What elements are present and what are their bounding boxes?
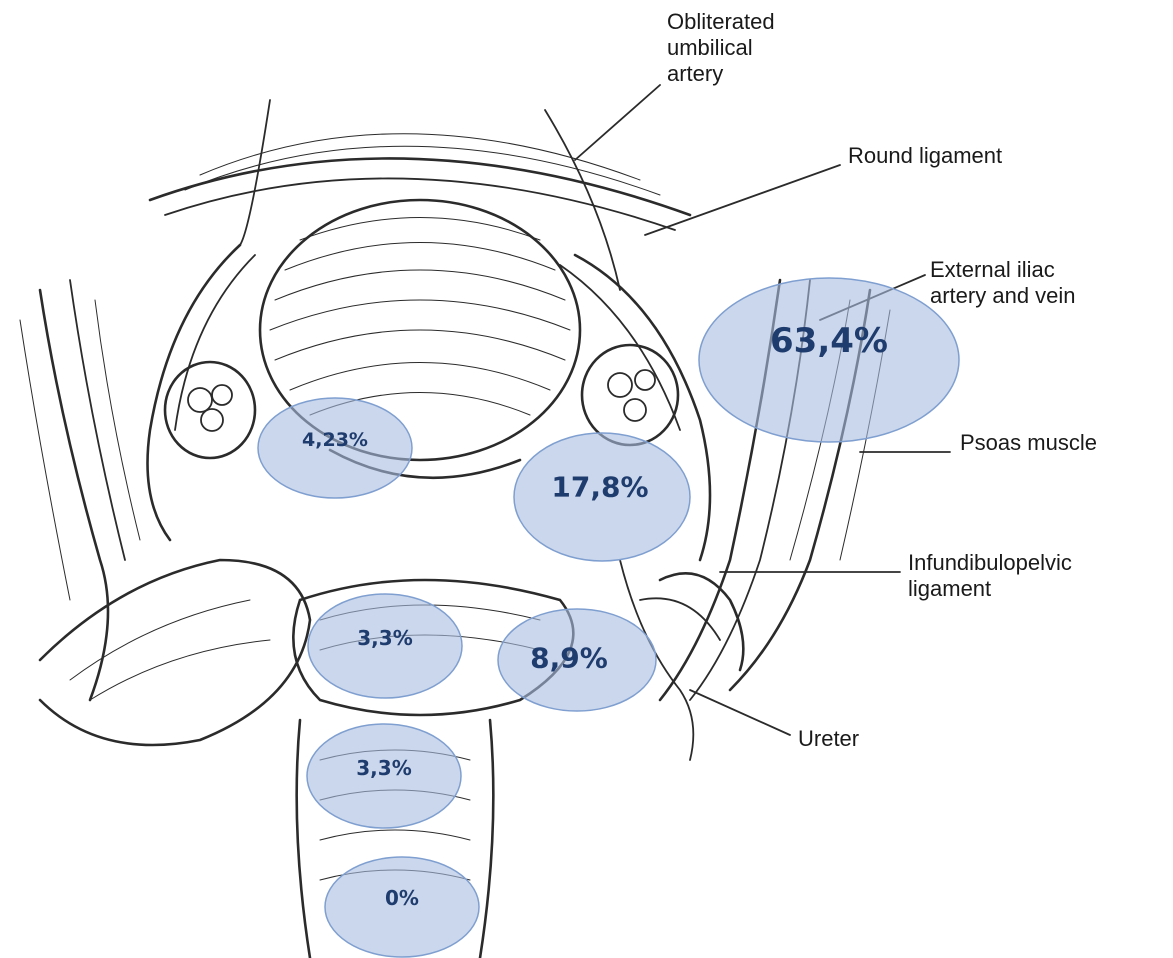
bubble-external-iliac: 63,4% xyxy=(699,278,959,442)
label-ureter: Ureter xyxy=(798,726,859,751)
bubble-posterior-right: 8,9% xyxy=(498,609,656,711)
infundibulopelvic-ligament xyxy=(660,573,743,670)
leader-umbilical xyxy=(575,85,660,160)
rectum-left-wall xyxy=(297,720,310,958)
uterus-hatch xyxy=(275,270,565,300)
label-external-iliac-line1: External iliac xyxy=(930,257,1055,282)
pct-rectal-lower: 0% xyxy=(385,886,419,910)
leader-ureter xyxy=(690,690,790,735)
bubble-right-uterine: 17,8% xyxy=(514,433,690,561)
pct-left-adnexa: 4,23% xyxy=(302,429,368,451)
anatomy-line-art xyxy=(20,100,890,958)
leader-round-ligament xyxy=(645,165,840,235)
sigmoid-bowel xyxy=(40,560,310,745)
pct-posterior-right: 8,9% xyxy=(530,642,608,675)
pct-posterior-left: 3,3% xyxy=(357,626,412,650)
bubble-rectal-upper: 3,3% xyxy=(307,724,461,828)
label-infundibulopelvic-line2: ligament xyxy=(908,576,991,601)
label-external-iliac-line2: artery and vein xyxy=(930,283,1076,308)
pct-right-uterine: 17,8% xyxy=(551,471,648,504)
label-round-ligament: Round ligament xyxy=(848,143,1002,168)
label-psoas-muscle: Psoas muscle xyxy=(960,430,1097,455)
bubble-posterior-left: 3,3% xyxy=(308,594,462,698)
bubble-left-adnexa: 4,23% xyxy=(258,398,412,498)
bubble-rectal-lower: 0% xyxy=(325,857,479,957)
label-infundibulopelvic-line1: Infundibulopelvic xyxy=(908,550,1072,575)
label-umbilical-line2: umbilical xyxy=(667,35,753,60)
label-umbilical-line1: Obliterated xyxy=(667,9,775,34)
pct-external-iliac: 63,4% xyxy=(770,321,888,361)
bladder-fold xyxy=(150,158,690,215)
right-ovary xyxy=(582,345,678,445)
label-umbilical-line3: artery xyxy=(667,61,723,86)
rectum-right-wall xyxy=(480,720,493,958)
pct-rectal-upper: 3,3% xyxy=(356,756,411,780)
